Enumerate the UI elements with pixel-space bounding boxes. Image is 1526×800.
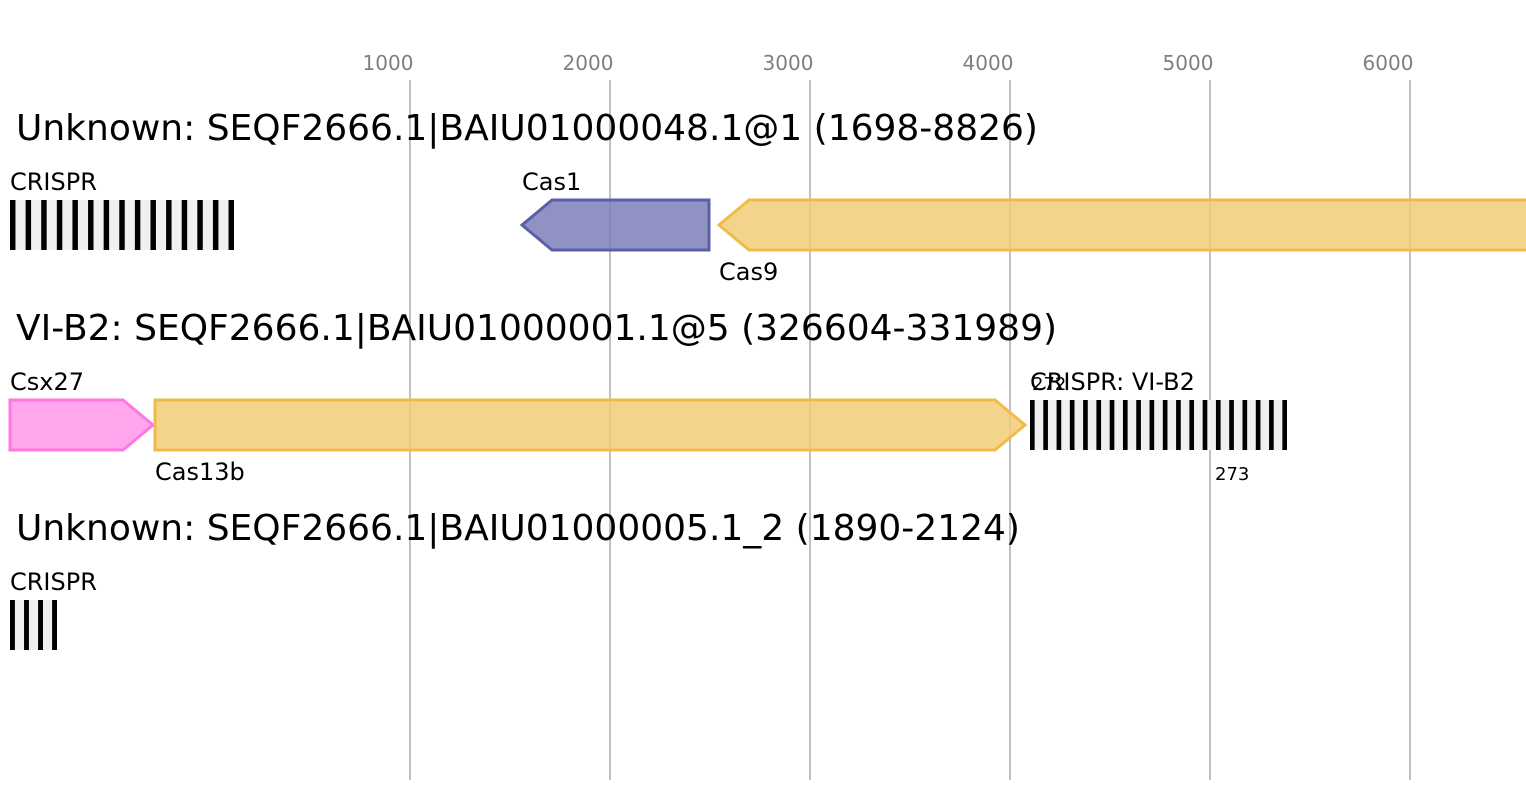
track-title: Unknown: SEQF2666.1|BAIU01000048.1@1 (16…	[16, 108, 1038, 149]
crispr-repeat	[212, 200, 219, 250]
crispr-repeat	[1043, 400, 1048, 450]
crispr-repeat	[1122, 400, 1128, 450]
crispr-repeat	[150, 200, 156, 250]
crispr-repeat	[1030, 400, 1035, 450]
crispr-repeat	[10, 200, 16, 250]
crispr-repeat	[197, 200, 203, 250]
gene-cas9[interactable]: Cas9	[716, 198, 1526, 286]
tick-label: 6000	[1363, 51, 1414, 75]
feature-label: Cas9	[719, 258, 778, 286]
crispr-repeat	[41, 200, 47, 250]
track: Unknown: SEQF2666.1|BAIU01000048.1@1 (16…	[10, 108, 1526, 286]
crispr-start-marker: 272	[1032, 374, 1066, 395]
gene-arrow	[519, 198, 711, 252]
crispr-repeat	[1282, 400, 1287, 450]
crispr-array[interactable]: CRISPR	[10, 168, 234, 250]
gene-arrow	[153, 398, 1028, 452]
crispr-repeat	[52, 600, 57, 650]
gene-arrow	[8, 398, 156, 452]
crispr-repeat	[1136, 400, 1141, 450]
feature-label: CRISPR: VI-B2	[1030, 368, 1195, 396]
feature-label: Cas13b	[155, 458, 245, 486]
crispr-repeat	[103, 200, 110, 250]
gene-cas1[interactable]: Cas1	[519, 168, 711, 252]
crispr-repeat	[1056, 400, 1062, 450]
crispr-spacers	[10, 600, 57, 650]
crispr-repeat	[72, 200, 78, 250]
crispr-repeat	[1242, 400, 1248, 450]
crispr-repeat	[1096, 400, 1102, 450]
crispr-repeat	[10, 600, 15, 650]
crispr-repeat	[88, 200, 94, 250]
feature-label: CRISPR	[10, 168, 97, 196]
crispr-repeat	[1083, 400, 1088, 450]
crispr-repeat	[1176, 400, 1181, 450]
gene-arrow	[716, 198, 1526, 252]
tick-label: 4000	[963, 51, 1014, 75]
crispr-end-marker: 273	[1215, 464, 1249, 485]
track: VI-B2: SEQF2666.1|BAIU01000001.1@5 (3266…	[8, 308, 1287, 486]
crispr-repeat	[1162, 400, 1168, 450]
crispr-repeat	[1202, 400, 1208, 450]
tick-label: 1000	[363, 51, 414, 75]
crispr-spacers	[1030, 400, 1287, 450]
crispr-repeat	[181, 200, 188, 250]
track-title: VI-B2: SEQF2666.1|BAIU01000001.1@5 (3266…	[16, 308, 1057, 349]
crispr-repeat	[1229, 400, 1234, 450]
crispr-repeat	[24, 600, 29, 650]
crispr-repeat	[1109, 400, 1115, 450]
track-title: Unknown: SEQF2666.1|BAIU01000005.1_2 (18…	[16, 508, 1020, 549]
crispr-array[interactable]: 272 273 CRISPR: VI-B2	[1030, 368, 1287, 485]
tick-label: 5000	[1163, 51, 1214, 75]
feature-label: CRISPR	[10, 568, 97, 596]
crispr-repeat	[134, 200, 141, 250]
crispr-repeat	[228, 200, 234, 250]
crispr-repeat	[1255, 400, 1261, 450]
feature-label: Cas1	[522, 168, 581, 196]
feature-label: Csx27	[10, 368, 84, 396]
crispr-repeat	[166, 200, 172, 250]
crispr-repeat	[56, 200, 63, 250]
crispr-repeat	[1269, 400, 1274, 450]
crispr-repeat	[119, 200, 125, 250]
crispr-array[interactable]: CRISPR	[10, 568, 97, 650]
crispr-repeat	[1149, 400, 1155, 450]
tracks: Unknown: SEQF2666.1|BAIU01000048.1@1 (16…	[8, 108, 1526, 650]
crispr-repeat	[1215, 400, 1221, 450]
crispr-repeat	[1069, 400, 1075, 450]
crispr-repeat	[1189, 400, 1195, 450]
gene-cas13b[interactable]: Cas13b	[153, 398, 1028, 486]
gene-csx27[interactable]: Csx27	[8, 368, 156, 452]
track: Unknown: SEQF2666.1|BAIU01000005.1_2 (18…	[10, 508, 1020, 650]
crispr-repeat	[25, 200, 32, 250]
tick-label: 2000	[563, 51, 614, 75]
tick-label: 3000	[763, 51, 814, 75]
crispr-repeat	[38, 600, 43, 650]
